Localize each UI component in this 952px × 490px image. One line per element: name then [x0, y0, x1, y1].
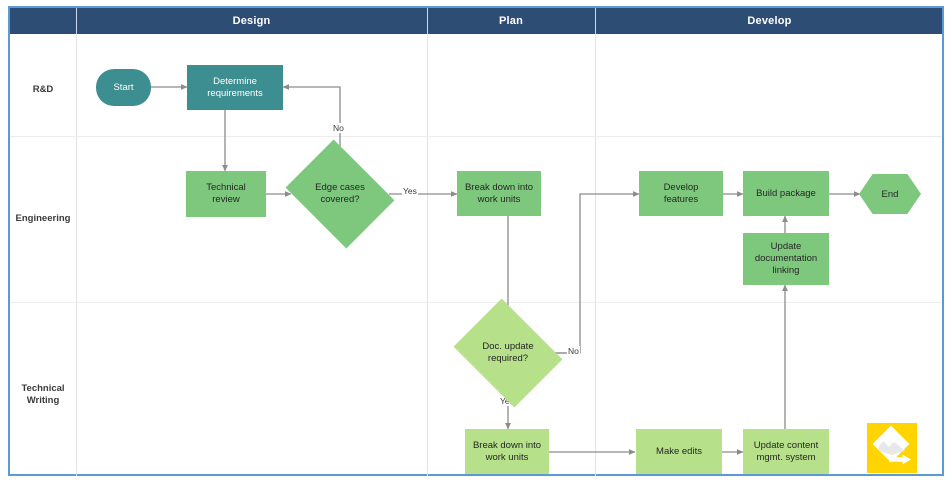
phase-header-band: [10, 8, 942, 34]
edge-label-no-edge-cases: No: [332, 123, 345, 133]
phase-divider-vertical-2: [427, 34, 428, 476]
phase-header-design[interactable]: Design: [232, 15, 271, 27]
node-update-documentation-linking[interactable]: Update documentation linking: [743, 233, 829, 285]
phase-header-plan[interactable]: Plan: [498, 15, 524, 27]
node-edge-cases-line1: Edge cases: [315, 182, 365, 193]
lane-label-engineering[interactable]: Engineering: [15, 213, 71, 224]
edge-label-no-doc-update: No: [567, 346, 580, 356]
node-doc-update-line1: Doc. update: [482, 341, 534, 352]
lane-divider-vertical-1: [76, 34, 77, 476]
node-break-down-work-units-technical-writing[interactable]: Break down into work units: [465, 429, 549, 474]
header-separator-1: [76, 8, 77, 34]
node-breakdown-eng-line1: Break down into: [464, 181, 534, 193]
phase-header-develop[interactable]: Develop: [747, 15, 792, 27]
lane-divider-horizontal-1: [10, 136, 942, 137]
node-breakdown-eng-line2: work units: [477, 193, 521, 205]
node-technical-review-line1: Technical: [206, 182, 246, 193]
node-start[interactable]: Start: [96, 69, 151, 106]
lane-divider-horizontal-2: [10, 302, 942, 303]
header-separator-2: [427, 8, 428, 34]
node-update-cms-line1: Update content: [753, 439, 819, 451]
edge-cases-label: Edge cases covered?: [297, 160, 383, 228]
node-update-doc-line1: Update: [770, 241, 802, 252]
node-break-down-work-units-engineering[interactable]: Break down into work units: [457, 171, 541, 216]
node-update-content-mgmt-system[interactable]: Update content mgmt. system: [743, 429, 829, 474]
node-develop-features[interactable]: Develop features: [639, 171, 723, 216]
node-update-cms-line2: mgmt. system: [756, 451, 816, 463]
node-doc-update-line2: required?: [487, 353, 529, 364]
node-develop-features-line1: Develop: [663, 181, 699, 193]
node-determine-requirements-line1: Determine: [213, 75, 257, 87]
node-technical-review[interactable]: Technical review: [186, 171, 266, 217]
logo-arrow-shape: [889, 454, 911, 465]
phase-divider-vertical-3: [595, 34, 596, 476]
node-technical-review-line2: review: [212, 194, 240, 205]
node-breakdown-tw-line1: Break down into: [472, 439, 542, 451]
node-determine-requirements-line2: requirements: [207, 87, 263, 99]
node-update-doc-line2: documentation: [754, 253, 818, 264]
node-breakdown-tw-line2: work units: [485, 451, 529, 463]
node-build-package[interactable]: Build package: [743, 171, 829, 216]
node-make-edits[interactable]: Make edits: [636, 429, 722, 474]
swimlane-frame: Design Plan Develop R&D Engineering Tech…: [8, 6, 944, 476]
node-develop-features-line2: features: [663, 193, 699, 205]
smartdraw-logo-icon: [867, 423, 917, 473]
node-update-doc-line3: linking: [772, 265, 800, 276]
doc-update-label: Doc. update required?: [465, 319, 551, 387]
lane-label-technical-writing[interactable]: Technical Writing: [10, 383, 76, 407]
node-doc-update-required[interactable]: Doc. update required?: [453, 298, 563, 408]
header-separator-3: [595, 8, 596, 34]
edge-label-yes-edge-cases: Yes: [402, 186, 418, 196]
edge-doc-update-no-to-develop-features: [549, 191, 640, 354]
lane-label-technical-writing-line1: Technical: [21, 383, 65, 394]
node-edge-cases-covered[interactable]: Edge cases covered?: [285, 139, 395, 249]
node-determine-requirements[interactable]: Determine requirements: [187, 65, 283, 110]
node-end[interactable]: End: [859, 174, 921, 214]
lane-label-technical-writing-line2: Writing: [26, 395, 60, 406]
node-edge-cases-line2: covered?: [320, 194, 360, 205]
lane-label-rnd[interactable]: R&D: [32, 84, 54, 95]
